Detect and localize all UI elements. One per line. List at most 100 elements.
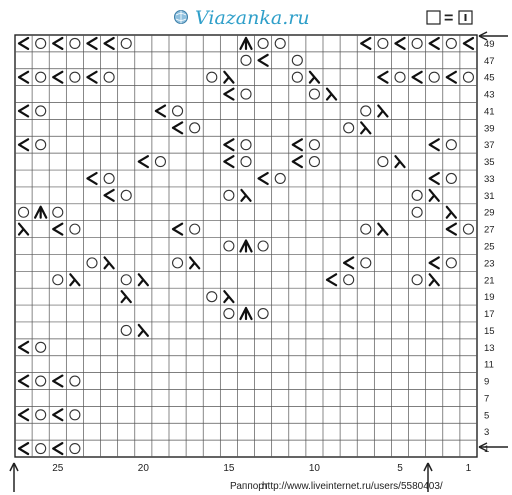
- k2tog-symbol: [137, 155, 149, 169]
- yarn-over-symbol: [86, 257, 98, 269]
- yarn-over-symbol: [360, 105, 372, 117]
- row-number-label: 7: [484, 393, 489, 404]
- yarn-over-symbol: [35, 71, 47, 83]
- yarn-over-symbol: [394, 71, 406, 83]
- double-decrease-symbol: [239, 239, 253, 253]
- yarn-over-symbol: [189, 122, 201, 134]
- ssk-symbol: [137, 273, 149, 287]
- row-number-label: 31: [484, 191, 495, 202]
- yarn-over-symbol: [120, 189, 132, 201]
- row-number-label: 33: [484, 174, 495, 185]
- k2tog-symbol: [52, 222, 64, 236]
- row-number-label: 35: [484, 157, 495, 168]
- yarn-over-symbol: [360, 257, 372, 269]
- yarn-over-symbol: [35, 105, 47, 117]
- yarn-over-symbol: [69, 37, 81, 49]
- ssk-symbol: [223, 70, 235, 84]
- yarn-over-symbol: [462, 223, 474, 235]
- ssk-symbol: [377, 222, 389, 236]
- k2tog-symbol: [17, 408, 30, 422]
- row-number-label: 1: [484, 444, 489, 455]
- k2tog-symbol: [17, 138, 30, 152]
- k2tog-symbol: [52, 70, 64, 84]
- yarn-over-symbol: [120, 37, 132, 49]
- yarn-over-symbol: [223, 307, 235, 320]
- row-number-label: 5: [484, 410, 489, 421]
- row-number-label: 19: [484, 292, 495, 303]
- yarn-over-symbol: [377, 37, 389, 49]
- yarn-over-symbol: [462, 71, 474, 83]
- k2tog-symbol: [86, 171, 98, 186]
- yarn-over-symbol: [274, 172, 286, 185]
- k2tog-symbol: [17, 36, 30, 50]
- ssk-symbol: [325, 87, 338, 101]
- column-number-label: 20: [138, 463, 150, 474]
- row-number-label: 9: [484, 377, 489, 388]
- yarn-over-symbol: [257, 37, 269, 49]
- k2tog-symbol: [223, 155, 235, 169]
- k2tog-symbol: [171, 121, 184, 135]
- row-start-arrow-bottom: [478, 442, 508, 452]
- k2tog-symbol: [171, 222, 184, 236]
- yarn-over-symbol: [35, 443, 47, 455]
- yarn-over-symbol: [52, 206, 64, 218]
- row-number-label: 45: [484, 73, 495, 84]
- yarn-over-symbol: [428, 71, 440, 83]
- yarn-over-symbol: [240, 54, 252, 66]
- yarn-over-symbol: [240, 139, 252, 151]
- row-number-label: 21: [484, 275, 495, 286]
- yarn-over-symbol: [154, 156, 166, 168]
- ssk-symbol: [377, 104, 389, 118]
- repeat-label: Раппорт: [230, 481, 269, 492]
- row-start-arrow-top: [478, 31, 508, 41]
- yarn-over-symbol: [223, 189, 235, 201]
- double-decrease-symbol: [239, 306, 253, 321]
- repeat-arrow-right: [423, 462, 433, 492]
- chart-symbols: [17, 36, 475, 456]
- yarn-over-symbol: [35, 375, 47, 387]
- yarn-over-symbol: [120, 274, 132, 286]
- yarn-over-symbol: [291, 54, 303, 66]
- yarn-over-symbol: [69, 443, 81, 455]
- k2tog-symbol: [154, 104, 167, 118]
- yarn-over-symbol: [103, 71, 115, 83]
- column-number-label: 5: [397, 463, 403, 474]
- ssk-symbol: [428, 188, 440, 202]
- symbol-legend: =: [426, 10, 473, 27]
- k2tog-symbol: [17, 442, 30, 456]
- site-logo: Viazanka.ru: [174, 7, 310, 29]
- ssk-symbol: [240, 188, 252, 202]
- row-number-label: 41: [484, 106, 495, 117]
- yarn-over-symbol: [411, 274, 423, 286]
- k2tog-symbol: [52, 442, 64, 456]
- k2tog-symbol: [445, 222, 457, 236]
- yarn-over-symbol: [18, 206, 30, 218]
- k2tog-symbol: [428, 36, 440, 50]
- yarn-over-symbol: [291, 71, 303, 83]
- watermark-url: http://www.liveinternet.ru/users/5580403…: [262, 481, 443, 492]
- yarn-over-symbol: [69, 375, 81, 387]
- yarn-over-symbol: [52, 274, 64, 286]
- k2tog-symbol: [103, 36, 115, 50]
- column-number-label: 25: [52, 463, 64, 474]
- k2tog-symbol: [86, 70, 98, 84]
- column-number-label: 15: [223, 463, 235, 474]
- yarn-over-symbol: [69, 409, 81, 421]
- row-number-label: 49: [484, 39, 495, 50]
- yarn-over-symbol: [69, 223, 81, 235]
- k2tog-symbol: [17, 104, 30, 118]
- yarn-over-symbol: [411, 37, 423, 49]
- k2tog-symbol: [325, 273, 338, 287]
- yarn-over-symbol: [35, 409, 47, 421]
- yarn-over-symbol: [445, 139, 457, 151]
- yarn-over-symbol: [189, 223, 201, 235]
- k2tog-symbol: [257, 53, 269, 67]
- k2tog-symbol: [223, 87, 235, 101]
- k2tog-symbol: [257, 171, 269, 186]
- row-number-label: 39: [484, 123, 495, 134]
- k2tog-symbol: [428, 256, 440, 270]
- k2tog-symbol: [52, 374, 64, 388]
- repeat-arrow-left: [9, 462, 19, 492]
- yarn-over-symbol: [240, 156, 252, 168]
